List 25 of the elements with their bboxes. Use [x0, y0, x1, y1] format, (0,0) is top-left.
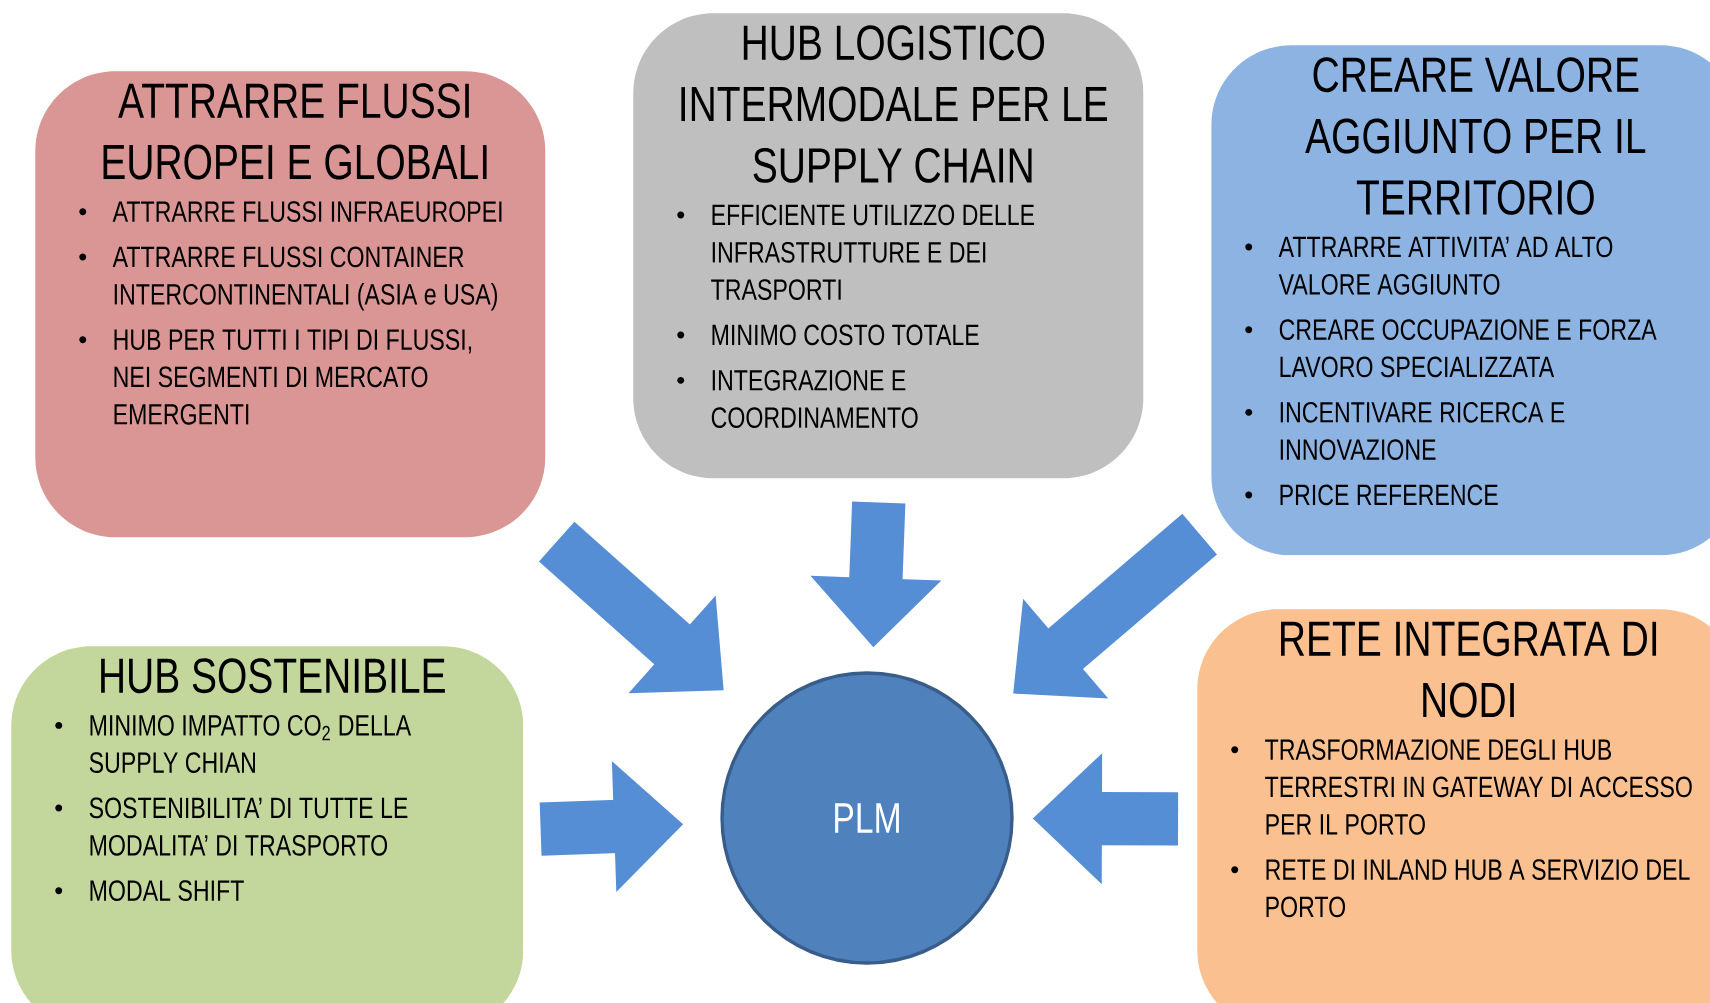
- goal-box: [11, 646, 524, 1003]
- box-heading: HUB SOSTENIBILE: [101, 658, 445, 694]
- bullet-text: EFFICIENTE UTILIZZO DELLE INFRASTRUTTURE E DEI TRASPORTI: [711, 204, 1035, 300]
- box-heading: RETE INTEGRATA DI NODI: [1281, 621, 1657, 718]
- bullet-text: SOSTENIBILITA’ DI TUTTE LE MODALITA’ DI TRASPORTO: [89, 797, 408, 856]
- bullet-text: MINIMO COSTO TOTALE: [712, 324, 979, 346]
- bullet-text: MODAL SHIFT: [90, 880, 244, 901]
- box-heading: HUB LOGISTICO INTERMODALE PER LE SUPPLY CHAIN: [681, 25, 1108, 183]
- bullet-text: ATTRARRE FLUSSI CONTAINER INTERCONTINENTALI (ASIA e USA): [112, 246, 497, 311]
- bullet-text: TRASFORMAZIONE DEGLI HUB TERRESTRI IN GATEWAY DI ACCESSO PER IL PORTO: [1265, 739, 1692, 835]
- bullet-text: PRICE REFERENCE: [1280, 484, 1498, 506]
- bullet-text: ATTRARRE FLUSSI INFRAEUROPEI: [112, 201, 502, 222]
- bullet-text: HUB PER TUTTI I TIPI DI FLUSSI, NEI SEGMENTI DI MERCATO EMERGENTI: [114, 329, 472, 425]
- bullet-text: ATTRARRE ATTIVITA’ AD ALTO VALORE AGGIUNTO: [1278, 236, 1613, 295]
- goal-box: [1197, 609, 1710, 1003]
- goal-box: [35, 71, 546, 538]
- bullet-text: INCENTIVARE RICERCA E INNOVAZIONE: [1280, 401, 1565, 460]
- goal-box: [1211, 45, 1710, 556]
- bullet-text: CREARE OCCUPAZIONE E FORZA LAVORO SPECIALIZZATA: [1279, 319, 1657, 378]
- box-heading: CREARE VALORE AGGIUNTO PER IL TERRITORIO: [1305, 57, 1646, 215]
- bullet-text: RETE DI INLAND HUB A SERVIZIO DEL PORTO: [1266, 859, 1690, 918]
- bullet-text: MINIMO IMPATTO CO$_{2}$ DELLA SUPPLY CHIAN: [89, 714, 412, 773]
- box-heading: ATTRARRE FLUSSI EUROPEI E GLOBALI: [103, 83, 487, 180]
- goal-box: [633, 13, 1144, 479]
- bullet-text: INTEGRAZIONE E COORDINAMENTO: [711, 369, 918, 428]
